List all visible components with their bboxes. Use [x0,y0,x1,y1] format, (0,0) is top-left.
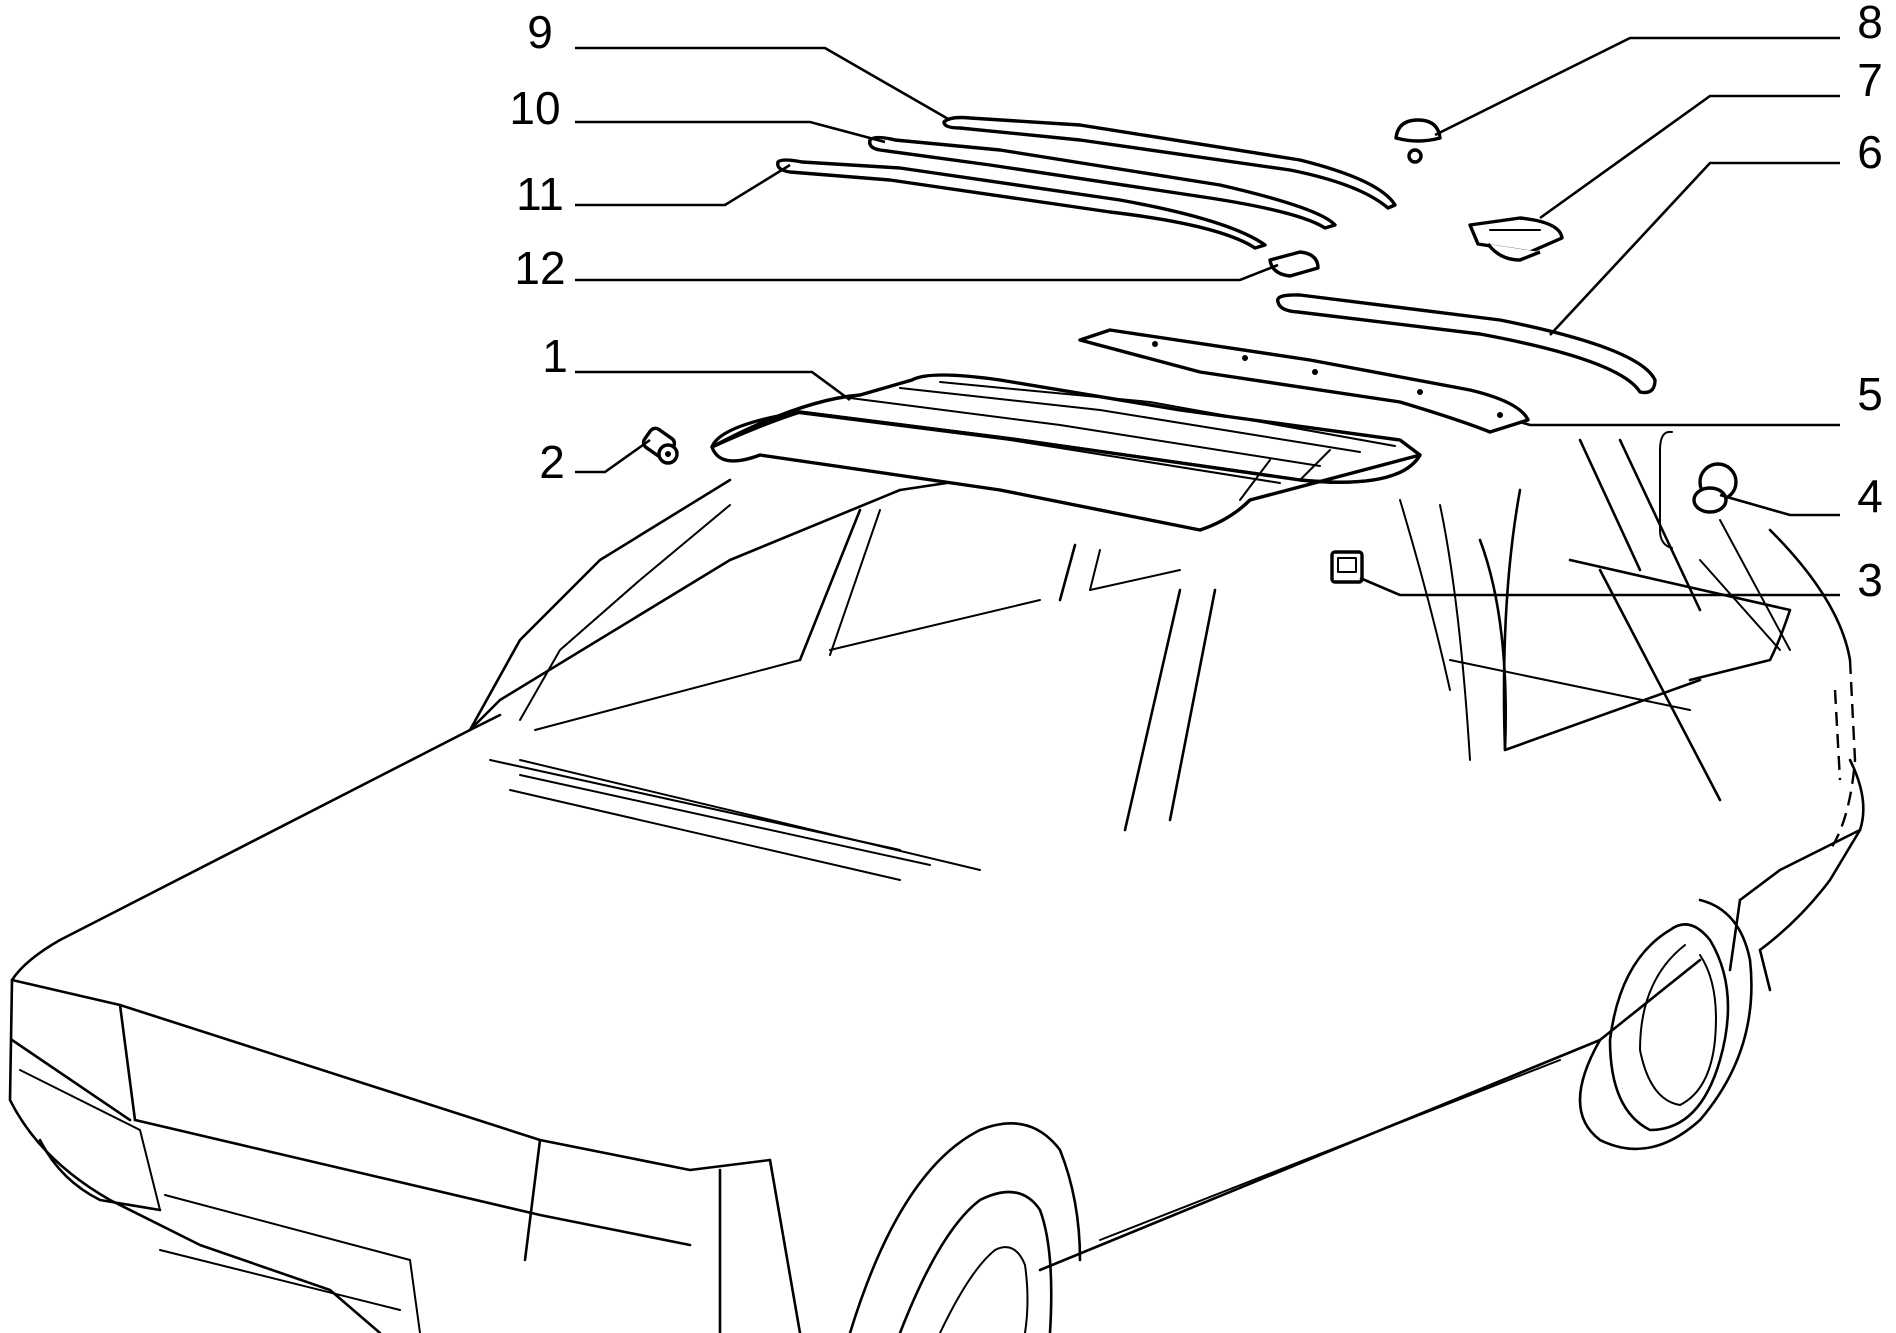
leader-lines [575,36,1840,597]
part-5-rear-roof-strip [1078,328,1530,434]
callout-9: 9 [527,6,553,58]
part-11-rail-trim [776,158,1267,250]
callout-5: 5 [1857,368,1883,420]
callout-2: 2 [539,436,565,488]
part-3-fastener [1330,550,1364,584]
part-8-clip [1394,118,1442,164]
callout-12: 12 [514,242,565,294]
part-2-clip [641,426,679,465]
callout-10: 10 [509,82,560,134]
callout-4: 4 [1857,470,1883,522]
part-10-rail-trim [868,135,1337,230]
part-1-roof-panel [710,373,1422,532]
callout-11: 11 [516,168,564,220]
part-4-plug [1659,430,1738,549]
callout-8: 8 [1857,0,1883,48]
callout-6: 6 [1857,126,1883,178]
part-6-weatherstrip [1276,293,1657,395]
car-body-outline [8,438,1865,1333]
callout-7: 7 [1857,54,1883,106]
callout-3: 3 [1857,554,1883,606]
part-9-rail-trim [942,115,1397,210]
part-7-light [1468,216,1564,262]
callout-1: 1 [542,330,568,382]
callout-labels: 9 10 11 12 1 2 8 7 6 5 4 3 [509,0,1882,606]
